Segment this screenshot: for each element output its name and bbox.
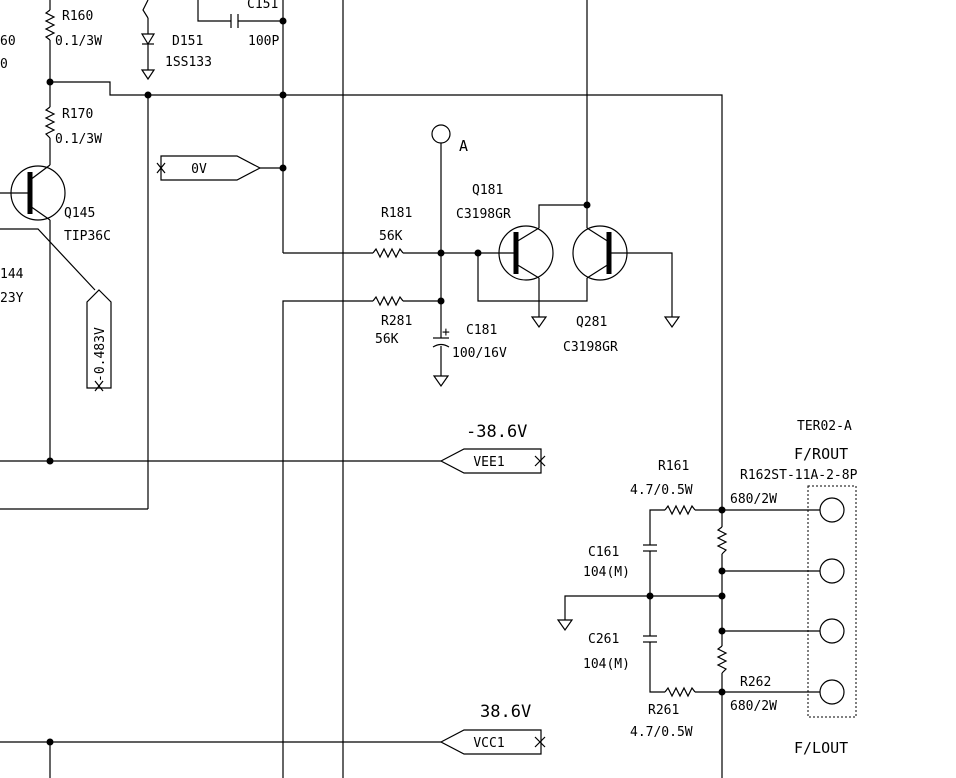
voltage-probe-tag: -0.483V (86, 289, 112, 392)
r170-value: 0.1/3W (55, 132, 102, 147)
junction-dot (718, 592, 726, 600)
q145-type: TIP36C (64, 229, 111, 244)
c161-value: 104(M) (583, 565, 630, 580)
junction-dot (437, 297, 445, 305)
r262-resistor (716, 645, 728, 674)
left-fragment-3: 144 (0, 267, 24, 282)
c261-value: 104(M) (583, 657, 630, 672)
r161-value: 4.7/0.5W (630, 483, 693, 498)
f-rout-label: F/ROUT (794, 445, 848, 463)
r161-resistor (664, 504, 696, 516)
q181-transistor (478, 204, 587, 329)
left-fragment-2: 0 (0, 57, 8, 72)
test-point-a (431, 124, 451, 338)
terminal-pin (819, 558, 845, 584)
r181-value: 56K (379, 229, 403, 244)
c151-name: C151 (247, 0, 278, 12)
d151-value: 1SS133 (165, 55, 212, 70)
r262-name: R262 (740, 675, 771, 690)
r261-resistor (664, 686, 696, 698)
r261-value: 4.7/0.5W (630, 725, 693, 740)
ter-name: TER02-A (797, 419, 852, 434)
r160-value: 0.1/3W (55, 34, 102, 49)
junction-dot (46, 457, 54, 465)
c151-value: 100P (248, 34, 279, 49)
junction-dot (583, 201, 591, 209)
r161-name: R161 (658, 459, 689, 474)
port-0v: 0V (156, 155, 283, 181)
r181-name: R181 (381, 206, 412, 221)
vcc1-label: VCC1 (473, 736, 504, 751)
c161-name: C161 (588, 545, 619, 560)
port-vee1: VEE1 (439, 448, 546, 474)
r281-resistor (372, 295, 404, 307)
svg-text:+: + (442, 325, 450, 340)
c261-capacitor (643, 596, 665, 693)
c161-capacitor (643, 544, 657, 596)
c261-name: C261 (588, 632, 619, 647)
r262-value: 680/2W (730, 699, 777, 714)
q281-transistor (572, 225, 681, 329)
left-fragment-1: 60 (0, 34, 16, 49)
r170-resistor (44, 82, 56, 165)
c181-capacitor: + (432, 325, 450, 388)
c181-value: 100/16V (452, 346, 507, 361)
r162-label: R162ST-11A-2-8P (740, 468, 858, 483)
r261-name: R261 (648, 703, 679, 718)
vee1-voltage: -38.6V (466, 422, 527, 442)
c181-name: C181 (466, 323, 497, 338)
upper-rail-wire (50, 81, 723, 510)
r281-name: R281 (381, 314, 412, 329)
junction-dot (437, 249, 445, 257)
r162-value: 680/2W (730, 492, 777, 507)
ground-symbol (556, 619, 574, 632)
r181-resistor (372, 247, 404, 259)
terminal-pin (819, 497, 845, 523)
vee1-label: VEE1 (473, 455, 504, 470)
q145-transistor (0, 164, 66, 461)
q181-type: C3198GR (456, 207, 511, 222)
f-lout-label: F/LOUT (794, 739, 848, 757)
d151-diode (140, 0, 156, 81)
r162-resistor (716, 526, 728, 555)
q181-name: Q181 (472, 183, 503, 198)
terminal-pin (819, 618, 845, 644)
vcc1-voltage: 38.6V (480, 702, 531, 722)
port-vcc1: VCC1 (439, 729, 546, 755)
d151-name: D151 (172, 34, 203, 49)
r160-name: R160 (62, 9, 93, 24)
q281-type: C3198GR (563, 340, 618, 355)
voltage-probe-label: -0.483V (93, 327, 108, 382)
terminal-block (807, 485, 857, 718)
r170-name: R170 (62, 107, 93, 122)
c151-capacitor (197, 0, 283, 28)
q281-name: Q281 (576, 315, 607, 330)
test-point-label: A (459, 137, 468, 155)
terminal-pin (819, 679, 845, 705)
r281-value: 56K (375, 332, 399, 347)
left-fragment-4: 23Y (0, 291, 24, 306)
q145-name: Q145 (64, 206, 95, 221)
port-0v-label: 0V (191, 162, 207, 177)
r160-resistor (44, 0, 56, 82)
